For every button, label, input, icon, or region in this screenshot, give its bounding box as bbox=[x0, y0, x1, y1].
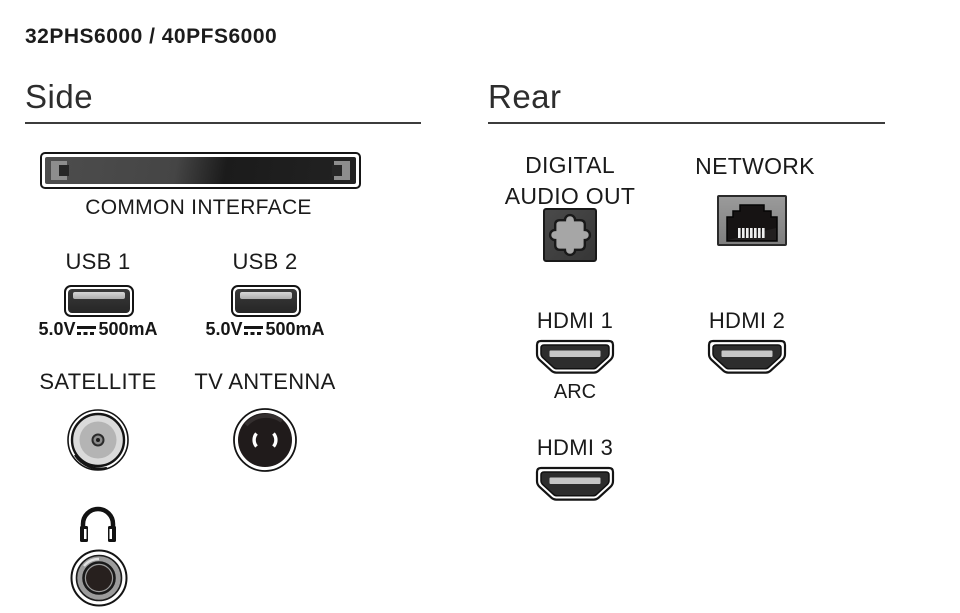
headphones-icon bbox=[80, 506, 116, 542]
usb1-port-icon bbox=[64, 285, 134, 317]
tv-antenna-connector-icon bbox=[233, 408, 297, 472]
rj45-opening bbox=[726, 204, 778, 242]
digital-audio-out-label: DIGITAL AUDIO OUT bbox=[490, 150, 650, 212]
side-section-heading: Side bbox=[25, 78, 94, 115]
usb2-current: 500mA bbox=[265, 319, 325, 339]
hdmi2-port-icon bbox=[707, 339, 787, 374]
usb2-label: USB 2 bbox=[232, 249, 298, 274]
hdmi1-label: HDMI 1 bbox=[536, 308, 614, 333]
usb1-rating: 5.0V 500mA bbox=[28, 319, 168, 340]
toslink-opening bbox=[548, 213, 592, 257]
hdmi1-arc-label: ARC bbox=[553, 381, 597, 403]
usb1-volts: 5.0V bbox=[38, 319, 76, 339]
usb1-label: USB 1 bbox=[65, 249, 131, 274]
usb2-rating: 5.0V 500mA bbox=[195, 319, 335, 340]
slot-bracket-left bbox=[51, 161, 69, 180]
common-interface-slot-icon bbox=[40, 152, 361, 189]
rear-section-heading: Rear bbox=[488, 78, 562, 115]
satellite-label: SATELLITE bbox=[39, 369, 157, 394]
network-label: NETWORK bbox=[695, 153, 815, 179]
digital-audio-out-line2: AUDIO OUT bbox=[504, 183, 636, 209]
slot-bracket-right bbox=[332, 161, 350, 180]
satellite-connector-icon bbox=[67, 409, 129, 471]
tv-antenna-label: TV ANTENNA bbox=[194, 369, 336, 394]
headphone-jack-icon bbox=[70, 549, 128, 607]
usb2-volts: 5.0V bbox=[205, 319, 243, 339]
dc-current-icon bbox=[77, 326, 97, 335]
usb1-current: 500mA bbox=[98, 319, 158, 339]
digital-audio-out-line1: DIGITAL bbox=[525, 152, 615, 178]
common-interface-label: COMMON INTERFACE bbox=[85, 196, 312, 219]
usb2-port-icon bbox=[231, 285, 301, 317]
hdmi3-label: HDMI 3 bbox=[536, 435, 614, 460]
hdmi1-port-icon bbox=[535, 339, 615, 374]
network-port-icon bbox=[717, 195, 787, 246]
rear-heading-rule bbox=[488, 122, 885, 124]
digital-audio-out-port-icon bbox=[543, 208, 597, 262]
hdmi3-port-icon bbox=[535, 466, 615, 501]
common-interface-slot-opening bbox=[45, 157, 356, 184]
hdmi2-label: HDMI 2 bbox=[708, 308, 786, 333]
side-heading-rule bbox=[25, 122, 421, 124]
dc-current-icon bbox=[244, 326, 264, 335]
page-title: 32PHS6000 / 40PFS6000 bbox=[25, 25, 278, 48]
